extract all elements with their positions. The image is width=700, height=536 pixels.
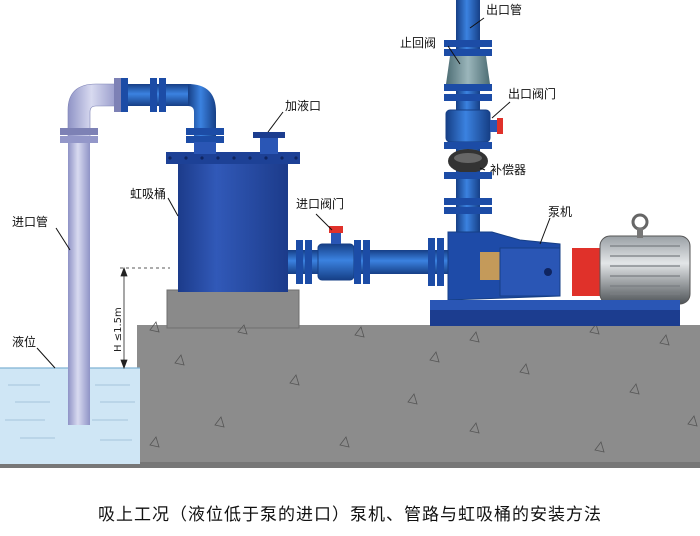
label-check-valve: 止回阀 <box>400 36 436 50</box>
height-dimension <box>120 266 170 370</box>
label-inlet-pipe: 进口管 <box>12 214 48 229</box>
label-compensator: 补偿器 <box>490 162 526 177</box>
siphon-tank <box>166 132 300 292</box>
label-pump-unit: 泵机 <box>548 205 572 219</box>
motor <box>572 213 691 305</box>
label-add-liquid-port: 加液口 <box>285 98 321 113</box>
outlet-pipe-column <box>444 0 503 232</box>
height-label: H ≤1.5m <box>113 307 124 352</box>
pump-inlet-pipe <box>288 226 448 286</box>
pump-base <box>430 300 680 326</box>
caption: 吸上工况（液位低于泵的进口）泵机、管路与虹吸桶的安装方法 <box>98 505 602 525</box>
callout-lines <box>36 17 551 369</box>
label-outlet-valve: 出口阀门 <box>508 86 556 101</box>
label-outlet-pipe: 出口管 <box>486 2 522 17</box>
inlet-pipe <box>60 78 121 425</box>
label-liquid-level: 液位 <box>12 334 36 349</box>
concrete-texture <box>149 321 698 453</box>
ground <box>0 289 700 468</box>
installation-diagram: H ≤1.5m 出口管 止回阀 出口阀门 加液口 补偿器 虹吸桶 进口阀门 泵机… <box>0 0 700 468</box>
label-inlet-valve: 进口阀门 <box>296 196 344 211</box>
pump-casing <box>447 231 561 301</box>
suction-connector-pipe <box>121 78 224 143</box>
label-siphon-tank: 虹吸桶 <box>130 186 166 201</box>
